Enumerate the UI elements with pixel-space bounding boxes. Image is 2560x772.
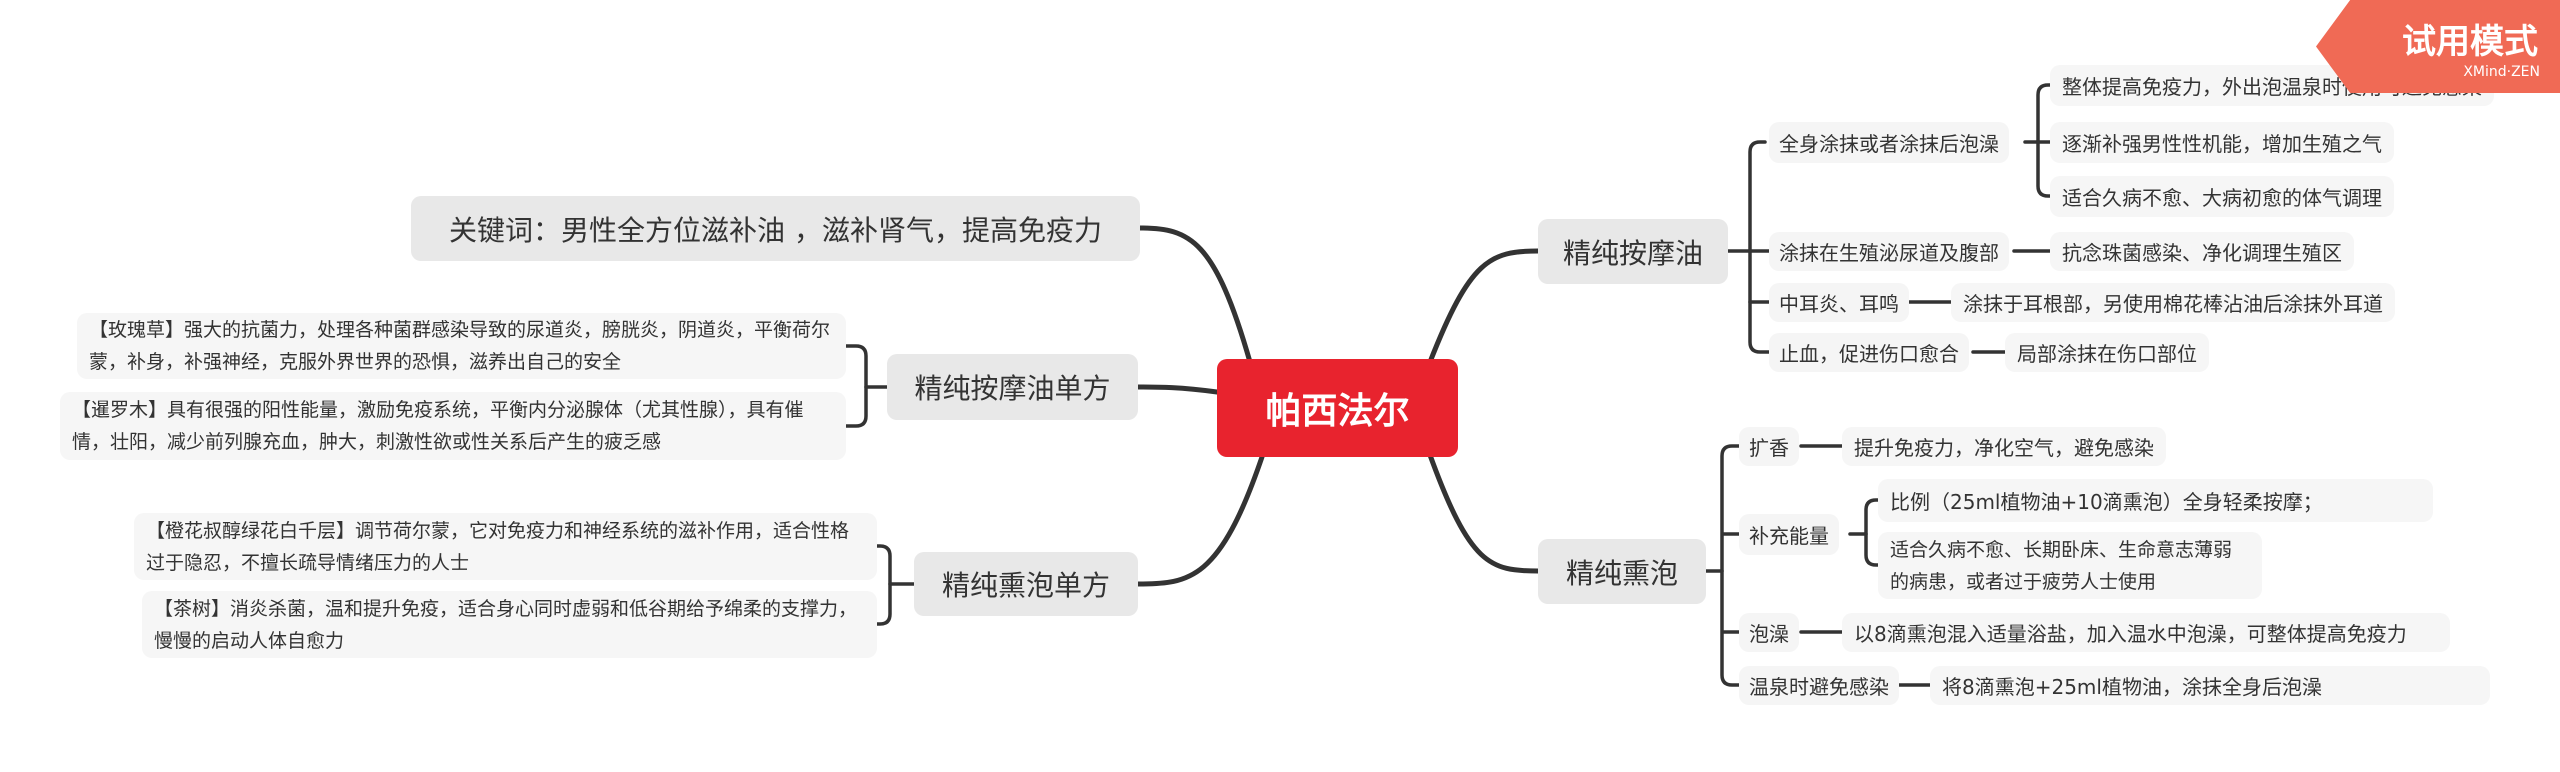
leaf[interactable]: 将8滴熏泡+25ml植物油，涂抹全身后泡澡 xyxy=(1930,666,2490,705)
subtopic-label: 温泉时避免感染 xyxy=(1749,675,1889,699)
central-topic[interactable]: 帕西法尔 xyxy=(1217,359,1458,457)
subtopic[interactable]: 泡澡 xyxy=(1739,613,1799,652)
subtopic[interactable]: 涂抹在生殖泌尿道及腹部 xyxy=(1769,232,2009,271)
massage-single-item[interactable]: 【暹罗木】具有很强的阳性能量，激励免疫系统，平衡内分泌腺体（尤其性腺），具有催情… xyxy=(60,392,846,460)
leaf[interactable]: 适合久病不愈、长期卧床、生命意志薄弱的病患，或者过于疲劳人士使用 xyxy=(1878,532,2262,599)
massage-oil-label: 精纯按摩油 xyxy=(1562,236,1703,270)
massage-single-label: 精纯按摩油单方 xyxy=(914,372,1111,405)
leaf-text: 适合久病不愈、大病初愈的体气调理 xyxy=(2062,186,2382,210)
subtopic-label: 补充能量 xyxy=(1749,524,1829,548)
leaf[interactable]: 涂抹于耳根部，另使用棉花棒沾油后涂抹外耳道 xyxy=(1951,283,2395,322)
item-text: 【暹罗木】具有很强的阳性能量，激励免疫系统，平衡内分泌腺体（尤其性腺），具有催情… xyxy=(72,399,804,453)
fumigation-single-item[interactable]: 【橙花叔醇绿花白千层】调节荷尔蒙，它对免疫力和神经系统的滋补作用，适合性格过于隐… xyxy=(134,513,877,580)
leaf-text: 局部涂抹在伤口部位 xyxy=(2017,342,2197,366)
leaf-text: 适合久病不愈、长期卧床、生命意志薄弱的病患，或者过于疲劳人士使用 xyxy=(1890,538,2233,593)
leaf-text: 提升免疫力，净化空气，避免感染 xyxy=(1854,436,2154,460)
leaf[interactable]: 适合久病不愈、大病初愈的体气调理 xyxy=(2050,176,2394,217)
massage-oil-topic[interactable]: 精纯按摩油 xyxy=(1538,219,1728,284)
subtopic[interactable]: 扩香 xyxy=(1739,427,1799,466)
subtopic-label: 中耳炎、耳鸣 xyxy=(1779,292,1899,316)
leaf[interactable]: 比例（25ml植物油+10滴熏泡）全身轻柔按摩； xyxy=(1878,479,2433,522)
fumigation-topic[interactable]: 精纯熏泡 xyxy=(1538,539,1706,604)
massage-single-item[interactable]: 【玫瑰草】强大的抗菌力，处理各种菌群感染导致的尿道炎，膀胱炎，阴道炎，平衡荷尔蒙… xyxy=(77,313,846,379)
leaf-text: 比例（25ml植物油+10滴熏泡）全身轻柔按摩； xyxy=(1890,490,2323,514)
leaf-text: 逐渐补强男性性机能，增加生殖之气 xyxy=(2062,132,2382,156)
subtopic-label: 扩香 xyxy=(1749,436,1789,460)
central-label: 帕西法尔 xyxy=(1265,391,1410,432)
item-text: 【玫瑰草】强大的抗菌力，处理各种菌群感染导致的尿道炎，膀胱炎，阴道炎，平衡荷尔蒙… xyxy=(89,319,831,373)
fumigation-label: 精纯熏泡 xyxy=(1565,556,1678,590)
fumigation-single-item[interactable]: 【茶树】消炎杀菌，温和提升免疫，适合身心同时虚弱和低谷期给予绵柔的支撑力，慢慢的… xyxy=(142,591,877,658)
fumigation-single-topic[interactable]: 精纯熏泡单方 xyxy=(914,552,1138,616)
keyword-topic[interactable]: 关键词：男性全方位滋补油 ，滋补肾气，提高免疫力 xyxy=(411,196,1140,261)
fumigation-single-label: 精纯熏泡单方 xyxy=(941,569,1110,602)
subtopic-label: 泡澡 xyxy=(1749,622,1789,646)
subtopic[interactable]: 温泉时避免感染 xyxy=(1739,666,1899,705)
subtopic[interactable]: 补充能量 xyxy=(1739,514,1839,555)
subtopic[interactable]: 止血，促进伤口愈合 xyxy=(1769,333,1969,372)
subtopic-label: 全身涂抹或者涂抹后泡澡 xyxy=(1779,132,1999,156)
leaf[interactable]: 逐渐补强男性性机能，增加生殖之气 xyxy=(2050,122,2394,163)
leaf[interactable]: 以8滴熏泡混入适量浴盐，加入温水中泡澡，可整体提高免疫力 xyxy=(1842,613,2450,652)
keyword-label: 关键词：男性全方位滋补油 ，滋补肾气，提高免疫力 xyxy=(449,213,1102,247)
subtopic[interactable]: 中耳炎、耳鸣 xyxy=(1769,283,1909,322)
subtopic[interactable]: 全身涂抹或者涂抹后泡澡 xyxy=(1769,122,2009,163)
subtopic-label: 涂抹在生殖泌尿道及腹部 xyxy=(1779,241,1999,265)
leaf-text: 以8滴熏泡混入适量浴盐，加入温水中泡澡，可整体提高免疫力 xyxy=(1854,622,2407,646)
leaf-text: 将8滴熏泡+25ml植物油，涂抹全身后泡澡 xyxy=(1942,675,2322,699)
item-text: 【橙花叔醇绿花白千层】调节荷尔蒙，它对免疫力和神经系统的滋补作用，适合性格过于隐… xyxy=(146,519,850,574)
watermark-title: 试用模式 xyxy=(2402,22,2538,62)
subtopic-label: 止血，促进伤口愈合 xyxy=(1779,342,1959,366)
leaf[interactable]: 抗念珠菌感染、净化调理生殖区 xyxy=(2050,232,2354,271)
leaf[interactable]: 局部涂抹在伤口部位 xyxy=(2005,333,2209,372)
leaf-text: 抗念珠菌感染、净化调理生殖区 xyxy=(2062,241,2342,265)
trial-mode-watermark: 试用模式 XMind·ZEN xyxy=(2316,0,2560,93)
massage-single-topic[interactable]: 精纯按摩油单方 xyxy=(887,354,1138,420)
item-text: 【茶树】消炎杀菌，温和提升免疫，适合身心同时虚弱和低谷期给予绵柔的支撑力，慢慢的… xyxy=(154,597,858,652)
leaf-text: 涂抹于耳根部，另使用棉花棒沾油后涂抹外耳道 xyxy=(1963,292,2383,316)
watermark-subtitle: XMind·ZEN xyxy=(2463,64,2540,80)
leaf[interactable]: 提升免疫力，净化空气，避免感染 xyxy=(1842,427,2166,466)
